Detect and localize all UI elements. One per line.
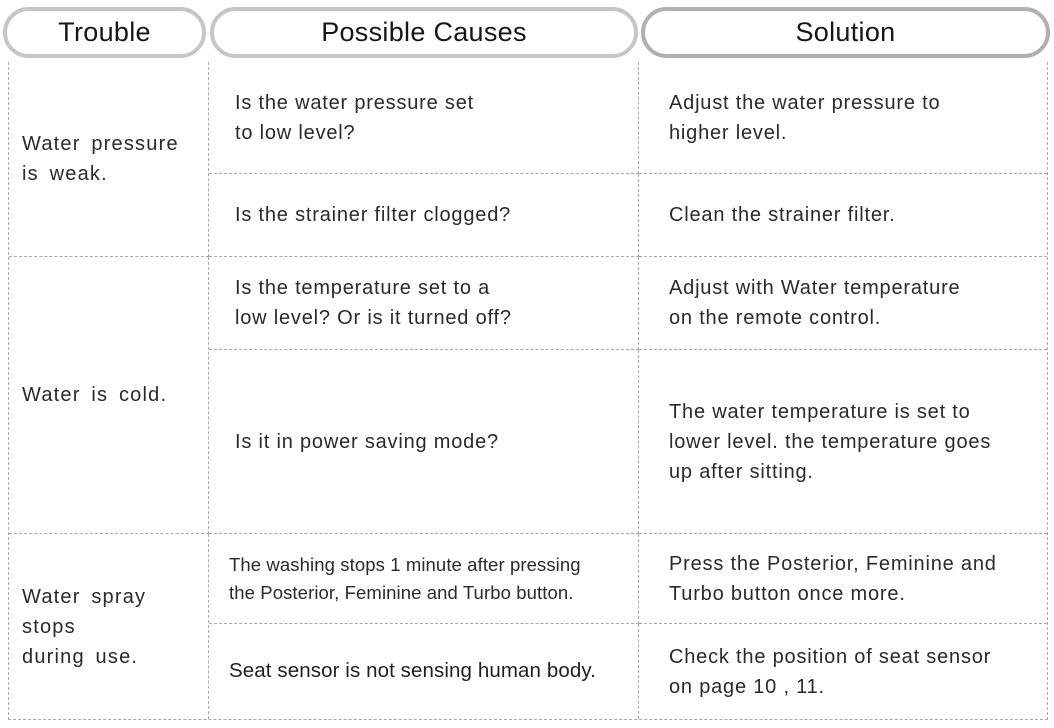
header-pill-possible-causes: Possible Causes <box>210 7 638 58</box>
header-solution-label: Solution <box>795 17 896 47</box>
cause-cell-seat-sensor: Seat sensor is not sensing human body. <box>209 624 639 719</box>
solution-cell-press-button-once-more: Press the Posterior, Feminine and Turbo … <box>639 534 1047 624</box>
solution-cell-adjust-pressure: Adjust the water pressure to higher leve… <box>639 62 1047 174</box>
troubleshooting-table: Water pressure is weak. Is the water pre… <box>8 62 1048 720</box>
trouble-cell-spray-stops: Water spray stops during use. <box>9 534 209 719</box>
cause-cell-washing-stops-one-minute: The washing stops 1 minute after pressin… <box>209 534 639 624</box>
header-possible-causes-label: Possible Causes <box>321 17 527 47</box>
trouble-cell-water-cold: Water is cold. <box>9 257 209 534</box>
cause-cell-water-pressure-low: Is the water pressure set to low level? <box>209 62 639 174</box>
header-pill-trouble: Trouble <box>3 7 206 58</box>
header-pill-solution: Solution <box>641 7 1050 58</box>
solution-cell-temperature-goes-up: The water temperature is set to lower le… <box>639 350 1047 534</box>
solution-cell-check-seat-sensor: Check the position of seat sensor on pag… <box>669 645 992 698</box>
cause-cell-temperature-low: Is the temperature set to a low level? O… <box>209 257 639 350</box>
solution-cell-adjust-temperature: Adjust with Water temperature on the rem… <box>639 257 1047 350</box>
trouble-cell-water-pressure-weak: Water pressure is weak. <box>9 62 209 257</box>
solution-cell-clean-strainer: Clean the strainer filter. <box>639 174 1047 257</box>
cause-cell-strainer-clogged: Is the strainer filter clogged? <box>209 174 639 257</box>
cause-cell-power-saving-mode: Is it in power saving mode? <box>209 350 639 534</box>
header-trouble-label: Trouble <box>58 17 151 47</box>
